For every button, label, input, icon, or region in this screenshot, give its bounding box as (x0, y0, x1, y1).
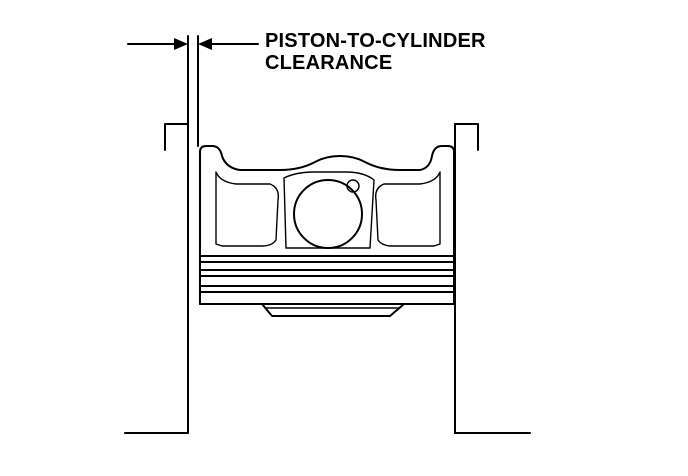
piston-skirt (261, 303, 405, 317)
cylinder-wall-left (124, 123, 189, 434)
clearance-dimension-arrows (127, 38, 259, 50)
piston-crown-outline (199, 145, 455, 257)
cylinder-wall-right-top-cap (454, 123, 479, 151)
piston-inner-pocket-left (215, 171, 280, 247)
oil-hole-circle (346, 179, 360, 193)
label-line-2: CLEARANCE (265, 52, 392, 74)
right-arrowhead-icon (198, 38, 212, 50)
cylinder-wall-left-top-cap (164, 123, 189, 151)
piston (199, 145, 455, 317)
left-arrowhead-icon (174, 38, 188, 50)
piston-pin-boss (283, 171, 375, 249)
label-line-1: PISTON-TO-CYLINDER (265, 30, 486, 52)
piston-pin-circle (293, 179, 363, 249)
cylinder-wall-right (454, 123, 531, 434)
piston-inner-pocket-right (374, 171, 441, 247)
clearance-label: PISTON-TO-CYLINDER CLEARANCE (265, 30, 486, 74)
